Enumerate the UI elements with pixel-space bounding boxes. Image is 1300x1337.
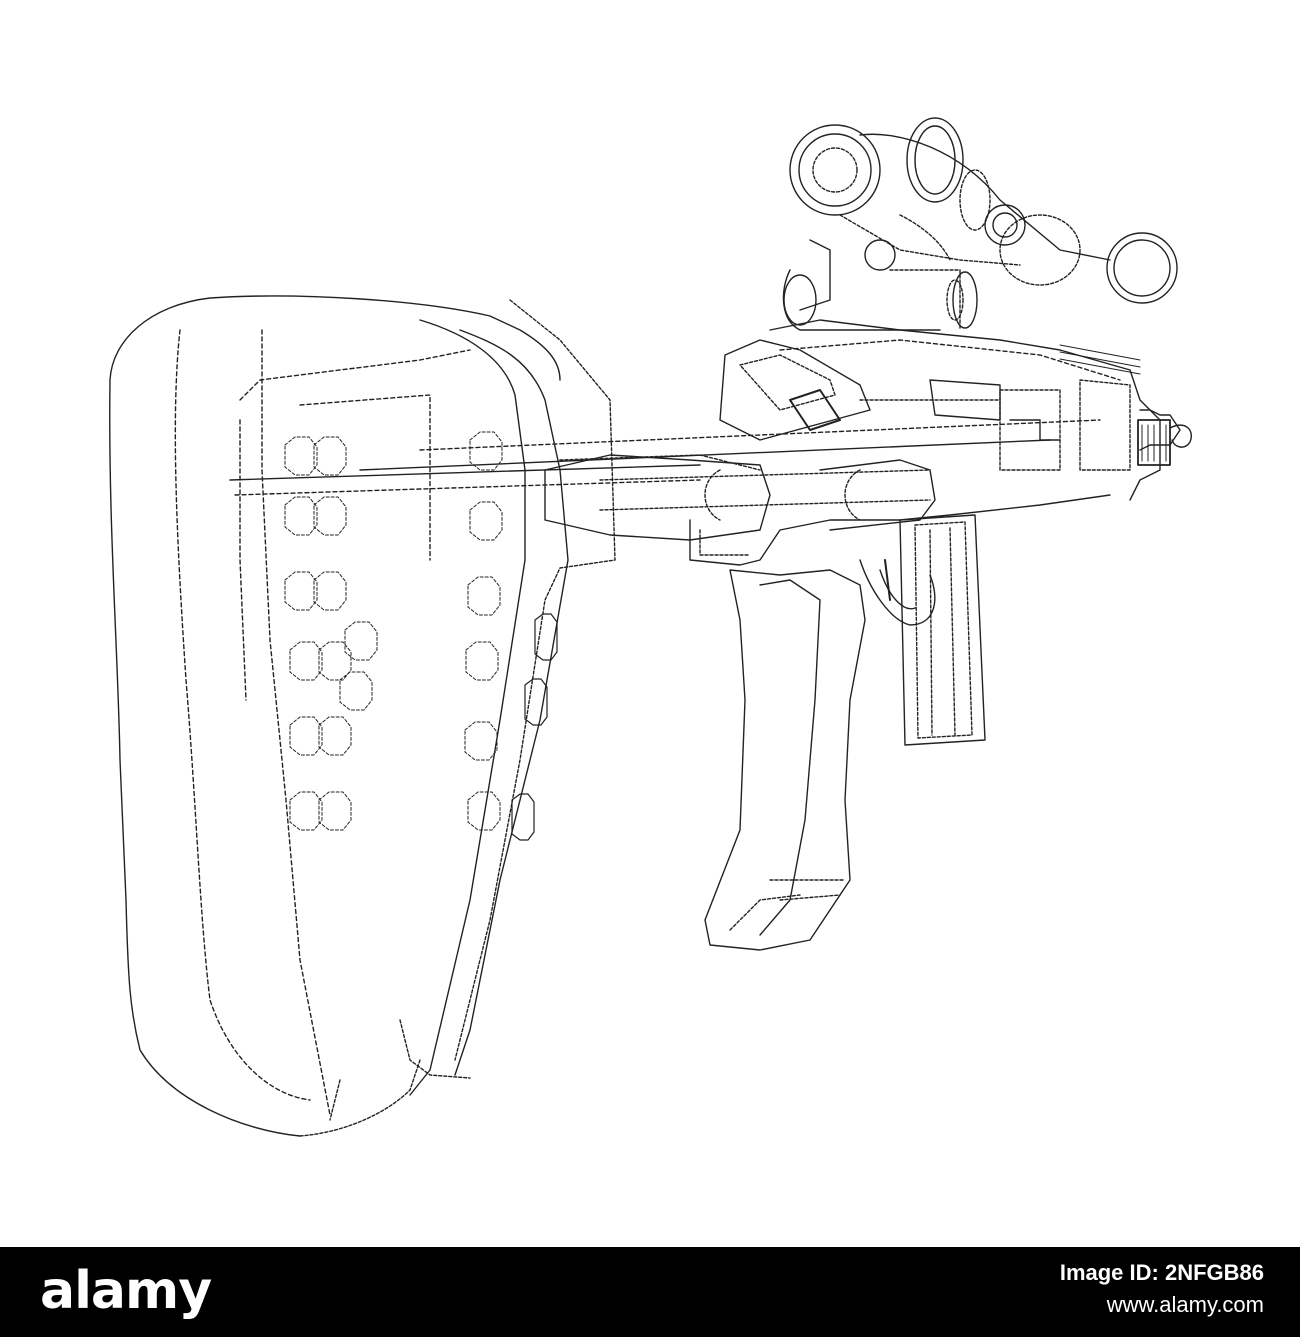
watermark-footer-bar: alamy Image ID: 2NFGB86 www.alamy.com: [0, 1247, 1300, 1337]
stock-wireframe: [109, 295, 616, 1137]
stock-hex-pattern: [284, 431, 503, 831]
wireframe-rifle-illustration: [109, 117, 1192, 1137]
trigger-guard-wireframe: [859, 559, 936, 626]
rifle-wireframe-drawing: [109, 117, 1192, 1137]
receiver-wireframe: [689, 319, 1192, 566]
stock-side-hexes: [511, 613, 558, 841]
buffer-tube-wireframe: [229, 419, 1101, 541]
footer-info: Image ID: 2NFGB86 www.alamy.com: [1060, 1257, 1264, 1321]
alamy-logo: alamy: [40, 1261, 212, 1321]
magazine-wireframe: [899, 514, 986, 746]
image-id-label: Image ID: 2NFGB86: [1059, 1260, 1264, 1285]
site-url-label: www.alamy.com: [1106, 1292, 1264, 1317]
optic-scope-wireframe: [782, 117, 1178, 331]
pistol-grip-wireframe: [704, 569, 866, 951]
